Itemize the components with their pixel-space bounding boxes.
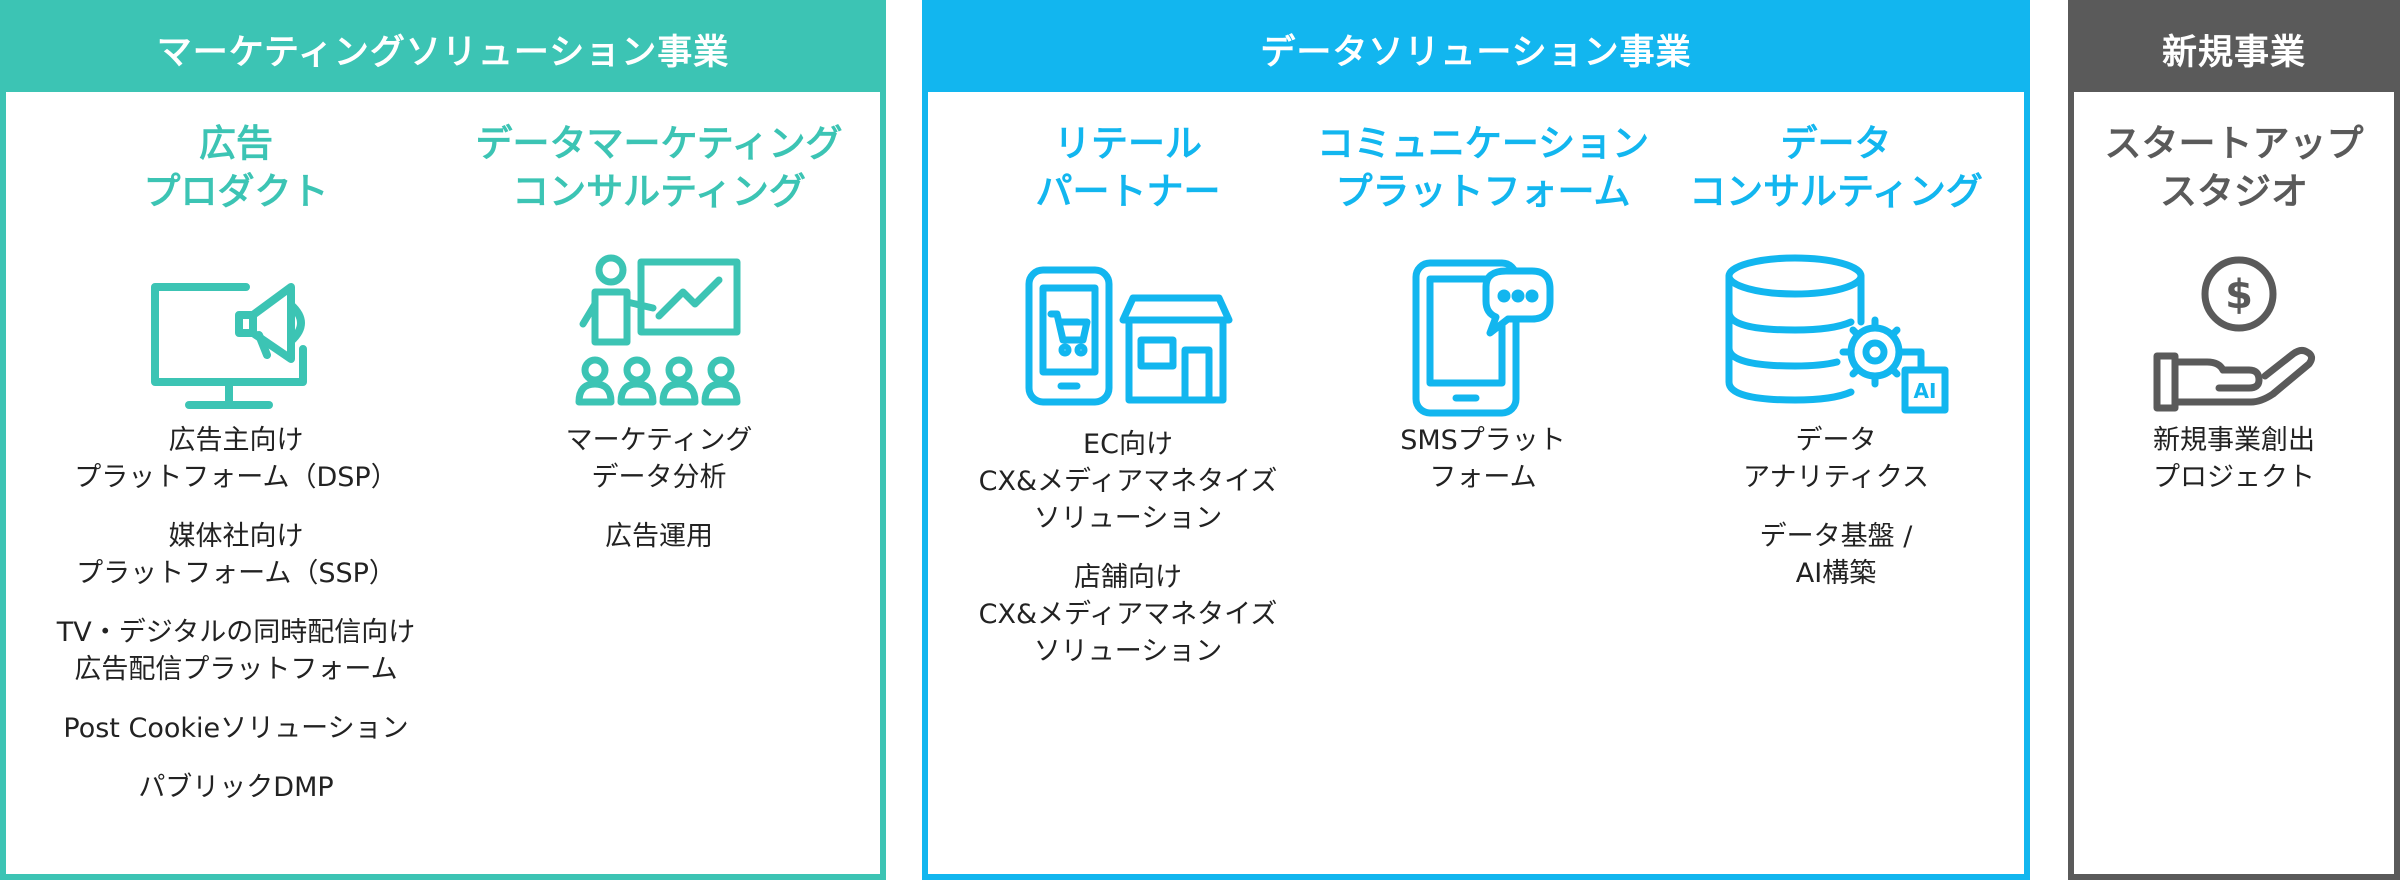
database-gear-ai-icon: AI bbox=[1721, 252, 1951, 422]
list-item: データ アナリティクス bbox=[1742, 425, 1930, 493]
list-item: EC向け CX&メディアマネタイズ ソリューション bbox=[978, 429, 1278, 534]
list-item: SMSプラット フォーム bbox=[1400, 425, 1566, 493]
ad-product-column: 広告 プロダクト 広告主向け プラットフォーム（DSP） 媒体社向け プラットフ… bbox=[6, 118, 466, 828]
startup-studio-items: 新規事業創出 プロジェクト bbox=[2153, 422, 2315, 518]
data-consulting-items: データ アナリティクス データ基盤 / AI構築 bbox=[1743, 422, 1929, 614]
data-consulting-column: データ コンサルティング AI bbox=[1648, 118, 2024, 614]
data-consulting-title: データ コンサルティング bbox=[1689, 122, 1983, 213]
list-item: パブリックDMP bbox=[138, 772, 334, 803]
list-item: 広告運用 bbox=[605, 521, 713, 552]
data-marketing-consulting-column: データマーケティング コンサルティング マーケティング データ分析 bbox=[446, 118, 872, 577]
presentation-audience-icon bbox=[569, 252, 749, 422]
communication-platform-column: コミュニケーション プラットフォーム SMSプラット フォーム bbox=[1316, 118, 1650, 518]
startup-studio-title: スタートアップ スタジオ bbox=[2104, 122, 2364, 213]
list-item: 店舗向け CX&メディアマネタイズ ソリューション bbox=[978, 562, 1278, 667]
startup-studio-column: スタートアップ スタジオ $ 新規事業創出 プロジェクト bbox=[2074, 118, 2394, 518]
retail-partner-column: リテール パートナー EC向け CX&メディアマネタイズ ソリューション bbox=[928, 118, 1328, 692]
monitor-megaphone-icon bbox=[141, 252, 331, 422]
svg-text:$: $ bbox=[2225, 272, 2253, 318]
data-marketing-consulting-title: データマーケティング コンサルティング bbox=[475, 122, 843, 213]
svg-text:AI: AI bbox=[1914, 379, 1937, 403]
list-item: Post Cookieソリューション bbox=[63, 713, 409, 744]
ad-product-items: 広告主向け プラットフォーム（DSP） 媒体社向け プラットフォーム（SSP） … bbox=[57, 422, 415, 828]
hand-coin-icon: $ bbox=[2149, 252, 2319, 422]
marketing-solutions-panel: マーケティングソリューション事業 広告 プロダクト 広告主向け プラットフォーム… bbox=[0, 0, 886, 880]
data-solutions-header: データソリューション事業 bbox=[928, 6, 2024, 92]
new-business-header: 新規事業 bbox=[2074, 6, 2394, 92]
new-business-panel: 新規事業 スタートアップ スタジオ $ 新規事業創出 プロジェクト bbox=[2068, 0, 2400, 880]
data-solutions-panel: データソリューション事業 リテール パートナー EC向け CX&メディアマネ bbox=[922, 0, 2030, 880]
data-marketing-items: マーケティング データ分析 広告運用 bbox=[566, 422, 753, 577]
communication-platform-title: コミュニケーション プラットフォーム bbox=[1316, 122, 1650, 213]
phone-cart-store-icon bbox=[1023, 252, 1233, 422]
list-item: 媒体社向け プラットフォーム（SSP） bbox=[76, 521, 396, 589]
list-item: マーケティング データ分析 bbox=[565, 425, 753, 493]
retail-partner-items: EC向け CX&メディアマネタイズ ソリューション 店舗向け CX&メディアマネ… bbox=[979, 422, 1278, 692]
communication-platform-items: SMSプラット フォーム bbox=[1400, 422, 1566, 518]
list-item: データ基盤 / AI構築 bbox=[1759, 521, 1913, 589]
ad-product-title: 広告 プロダクト bbox=[143, 122, 329, 213]
list-item: TV・デジタルの同時配信向け 広告配信プラットフォーム bbox=[56, 617, 416, 685]
list-item: 広告主向け プラットフォーム（DSP） bbox=[74, 425, 398, 493]
retail-partner-title: リテール パートナー bbox=[1035, 122, 1221, 213]
marketing-solutions-header: マーケティングソリューション事業 bbox=[6, 6, 880, 92]
list-item: 新規事業創出 プロジェクト bbox=[2153, 425, 2315, 493]
phone-chat-icon bbox=[1408, 252, 1558, 422]
